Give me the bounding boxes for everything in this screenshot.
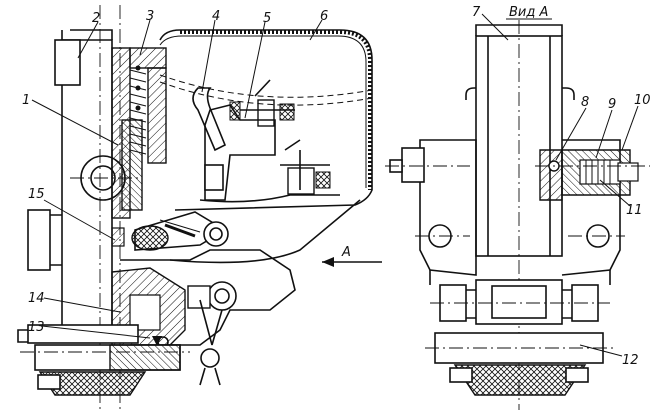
label-4: 4 xyxy=(212,9,220,24)
bracket-tab xyxy=(204,164,224,191)
label-13: 13 xyxy=(28,320,45,335)
contact-housing-outer xyxy=(159,29,373,211)
label-2: 2 xyxy=(92,11,100,26)
callout-labels: 1 2 3 4 5 6 7 8 9 10 11 12 13 14 15 xyxy=(22,5,651,368)
label-12: 12 xyxy=(622,353,639,368)
view-title: Вид А xyxy=(509,5,548,20)
label-11: 11 xyxy=(626,203,643,218)
mount-bolt xyxy=(207,281,237,311)
label-1: 1 xyxy=(22,93,30,108)
label-9: 9 xyxy=(608,97,616,112)
left-stud xyxy=(401,147,425,183)
view-arrow: А xyxy=(322,245,382,267)
label-6: 6 xyxy=(320,9,328,24)
lower-housing xyxy=(120,249,296,346)
label-10: 10 xyxy=(634,93,651,108)
frame-side-lug xyxy=(27,209,51,271)
contact-bracket xyxy=(204,104,276,201)
armature xyxy=(121,119,143,211)
adjusting-screw xyxy=(535,149,650,201)
label-5: 5 xyxy=(263,11,271,26)
spring-cap xyxy=(129,47,167,69)
left-lug xyxy=(419,139,477,276)
lever-pivot xyxy=(203,221,229,247)
side-section-view xyxy=(17,5,373,410)
pendant-wires xyxy=(199,299,223,346)
label-14: 14 xyxy=(28,291,45,306)
spring-housing xyxy=(147,67,167,164)
contact-assembly-upper xyxy=(229,79,295,127)
latch-hook xyxy=(192,87,227,152)
right-lug xyxy=(561,139,621,276)
frame-top-block xyxy=(54,39,81,86)
label-15: 15 xyxy=(28,187,45,202)
contact-assembly-lower xyxy=(280,139,331,195)
base-feet-right xyxy=(453,364,587,396)
lever-roller xyxy=(131,225,169,251)
front-view-a: Вид А xyxy=(385,5,650,410)
pendant-ring xyxy=(200,348,220,368)
label-7: 7 xyxy=(472,5,481,20)
arrow-label: А xyxy=(341,245,351,260)
label-3: 3 xyxy=(146,9,154,24)
base-top xyxy=(27,324,139,344)
leader-lines xyxy=(31,13,639,357)
label-8: 8 xyxy=(581,95,589,110)
